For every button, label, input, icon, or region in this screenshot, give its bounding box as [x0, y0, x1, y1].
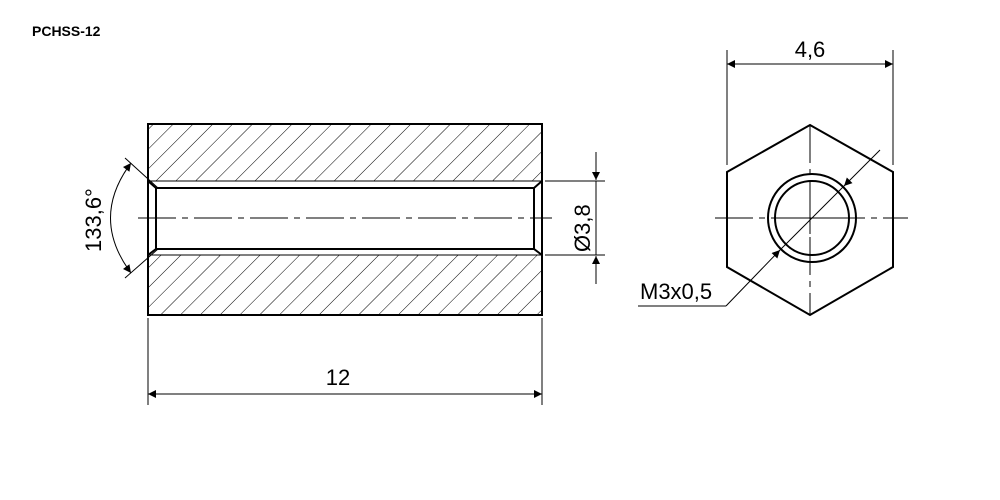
diameter-dimension: Ø3,8	[545, 152, 605, 284]
bore-top-edge	[147, 180, 543, 189]
across-flats-dimension: 4,6	[726, 37, 894, 165]
thread-leader-lower	[725, 249, 781, 307]
thread-callout: M3x0,5	[638, 149, 881, 307]
length-label: 12	[326, 365, 350, 390]
end-view	[715, 123, 908, 317]
section-view	[138, 123, 552, 316]
lower-wall-hatch	[148, 255, 542, 315]
body-outline	[147, 123, 543, 316]
part-number-label: PCHSS-12	[32, 23, 101, 39]
thread-leader-inner	[779, 185, 845, 251]
length-dimension: 12	[147, 318, 543, 405]
chamfer-angle-dimension: 133,6°	[81, 157, 159, 279]
thread-leader-upper	[843, 149, 881, 187]
chamfer-angle-label: 133,6°	[81, 188, 106, 252]
angle-extension-lower	[124, 248, 159, 279]
diameter-label: Ø3,8	[570, 204, 595, 252]
thread-label: M3x0,5	[640, 279, 712, 304]
bore-bottom-edge	[147, 248, 543, 256]
upper-wall-hatch	[148, 124, 542, 181]
angle-arc	[110, 162, 132, 274]
thread-major-circle	[767, 173, 857, 263]
across-flats-label: 4,6	[795, 37, 826, 62]
